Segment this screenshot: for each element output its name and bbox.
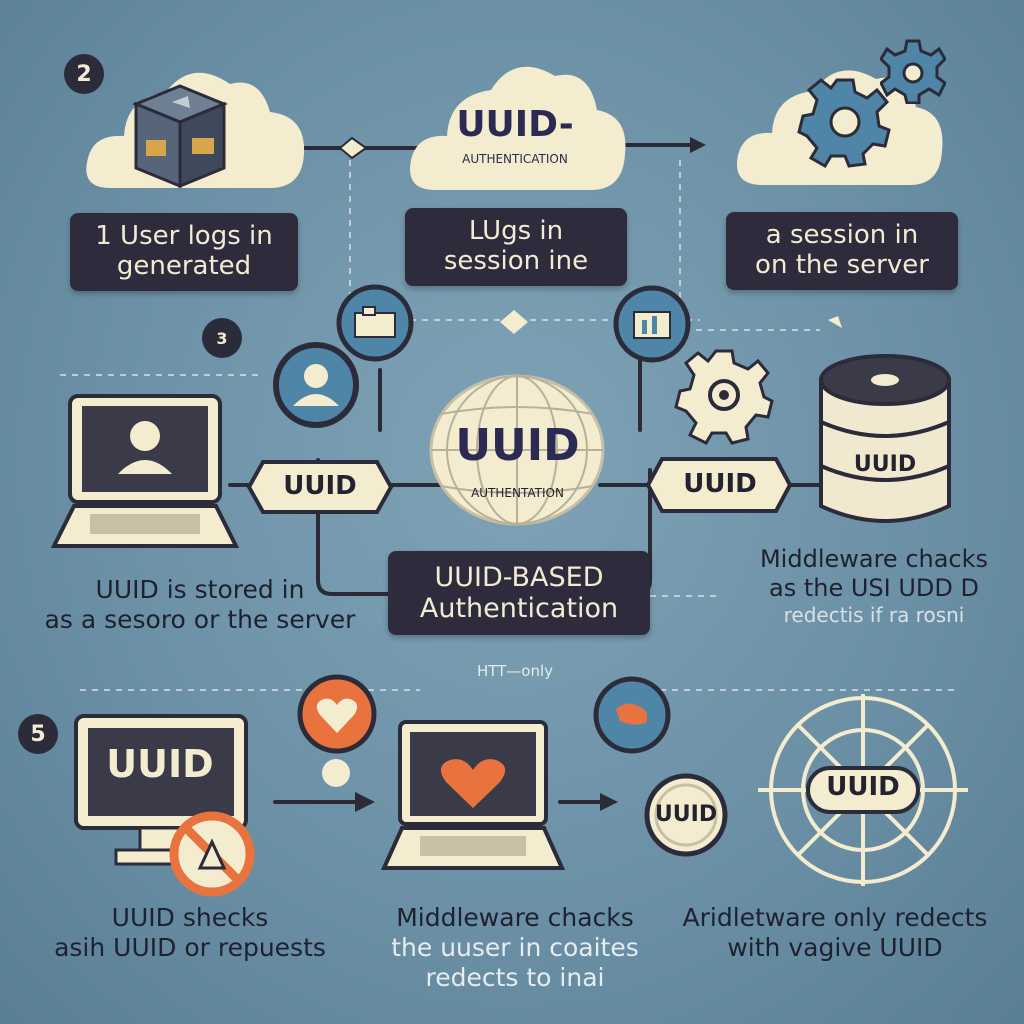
monitor-label: UUID <box>106 742 214 786</box>
gear-icon <box>797 78 891 169</box>
database-label: UUID <box>853 452 917 477</box>
no-entry-icon <box>169 811 255 897</box>
gear-icon <box>674 349 774 445</box>
gear-icon <box>880 39 946 104</box>
uuid-tag-left-label: UUID <box>283 471 357 501</box>
cloud-center <box>410 66 626 190</box>
cloud-subtitle: AUTHENTICATION <box>462 152 568 166</box>
chart-icon <box>613 285 691 363</box>
badge-icon <box>593 676 671 754</box>
database-icon <box>819 354 951 523</box>
coin-icon <box>644 773 728 857</box>
middleware-caption: Middleware chacks as the USI UDD D redec… <box>759 545 989 627</box>
center-method-label: UUID-BASED Authentication <box>388 551 650 635</box>
globe-title: UUID <box>455 420 580 471</box>
step-label-login: 1 User logs in generated <box>70 213 298 291</box>
cube-icon <box>132 84 228 189</box>
step-label-server: a session in on the server <box>726 212 958 290</box>
photo-icon <box>336 284 414 362</box>
wheel-label: UUID <box>826 772 900 802</box>
globe-icon <box>429 374 605 526</box>
step-label-session: LUgs in session ine <box>405 208 627 286</box>
laptop-icon <box>380 720 565 870</box>
coin-label: UUID <box>654 802 718 827</box>
diamond-connector <box>500 310 528 334</box>
redirect-caption: Aridletware only redects with vagive UUI… <box>682 903 988 962</box>
middleware-check-caption: Middleware chacks the uuser in coaites r… <box>391 903 639 992</box>
step-badge: 5 <box>18 714 58 754</box>
wheel-icon <box>758 694 968 886</box>
step-badge: 2 <box>64 54 104 94</box>
step-badge: 3 <box>202 318 242 358</box>
diamond-connector <box>338 136 368 160</box>
monitor-icon <box>74 714 248 866</box>
cloud-title: UUID- <box>456 104 574 145</box>
dot-icon <box>322 759 350 787</box>
check-caption: UUID shecks asih UUID or repuests <box>54 903 326 962</box>
uuid-tag-left <box>246 460 394 514</box>
laptop-icon <box>50 394 240 548</box>
stored-caption: UUID is stored in as a sesoro or the ser… <box>44 575 356 634</box>
http-only-note: HTT—only <box>476 662 554 680</box>
heart-icon <box>297 674 377 754</box>
globe-subtitle: AUTHENTATION <box>471 486 564 500</box>
uuid-tag-right-label: UUID <box>683 469 757 499</box>
uuid-tag-right <box>645 457 793 513</box>
user-icon <box>273 342 359 428</box>
